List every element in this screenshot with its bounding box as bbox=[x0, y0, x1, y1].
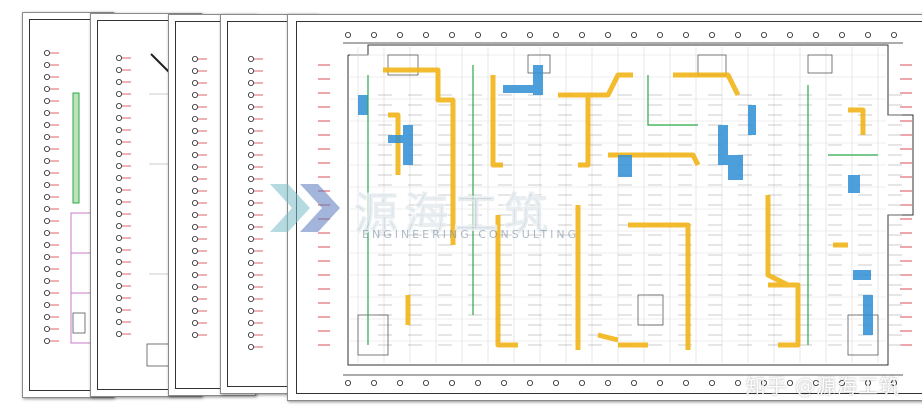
yellow-duct-routes bbox=[383, 67, 866, 350]
sheet-2-drawing bbox=[115, 53, 191, 367]
sheet-3-drawing bbox=[191, 56, 207, 338]
sheet-4-drawing bbox=[247, 56, 263, 350]
drawing-sheet-main bbox=[287, 14, 922, 401]
source-credit: 知乎 @源海工筑 bbox=[745, 374, 900, 398]
parking-layout bbox=[357, 54, 902, 356]
floor-plan-drawing bbox=[318, 31, 914, 386]
sheet-1-drawing bbox=[43, 50, 102, 344]
blue-duct-routes bbox=[358, 65, 873, 335]
green-pipes bbox=[367, 65, 878, 345]
